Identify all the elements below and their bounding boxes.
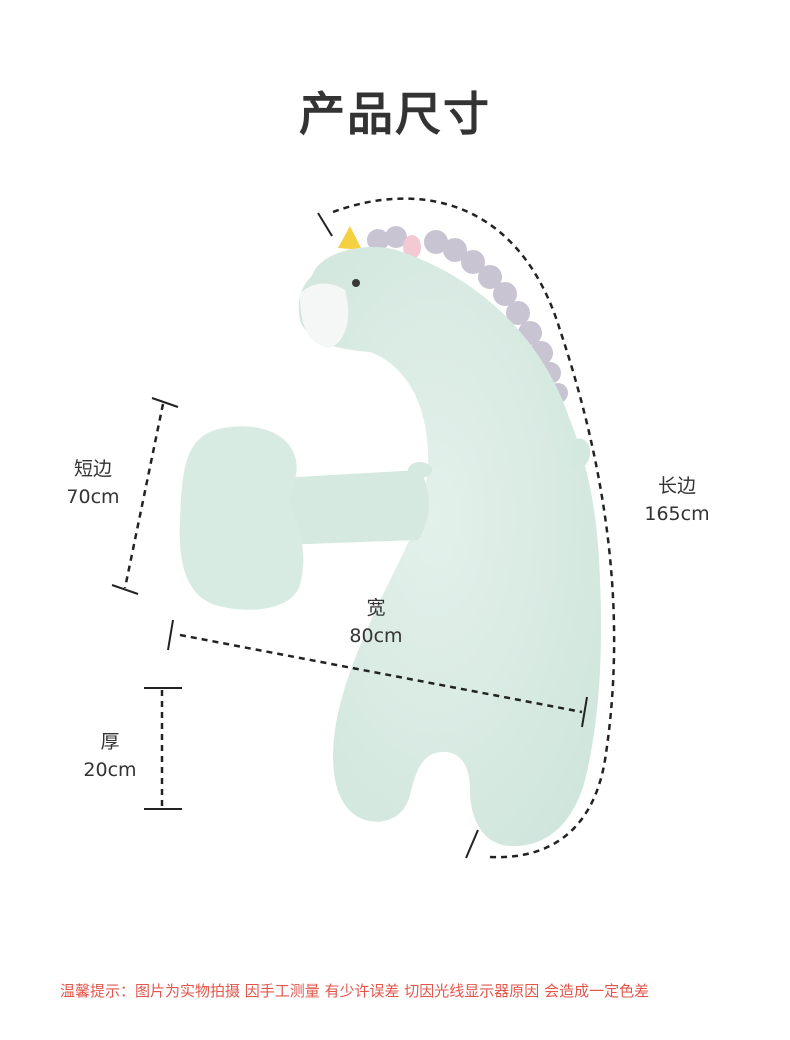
thickness-dimension: 厚 20cm — [75, 728, 145, 784]
long-side-value: 165cm — [644, 503, 710, 525]
back-bump — [570, 438, 591, 469]
pillow-arm — [280, 470, 429, 545]
width-dimension: 宽 80cm — [340, 594, 412, 650]
warm-notice: 温馨提示：图片为实物拍摄 因手工测量 有少许误差 切因光线显示器原因 会造成一定… — [60, 982, 650, 1000]
muzzle-patch — [300, 283, 349, 348]
eye-dot — [352, 279, 360, 287]
long-side-dimension: 长边 165cm — [635, 472, 719, 528]
pillow-body — [298, 246, 602, 847]
ear-shape — [403, 235, 421, 259]
long-side-measure-line — [332, 197, 616, 859]
width-label: 宽 — [366, 597, 386, 619]
thickness-label: 厚 — [100, 731, 120, 753]
thickness-value: 20cm — [83, 759, 137, 781]
short-side-value: 70cm — [66, 486, 120, 508]
pillow-hand — [179, 426, 304, 610]
short-side-measure-line — [123, 403, 165, 589]
width-measure-line — [179, 633, 583, 714]
page-title: 产品尺寸 — [299, 87, 491, 141]
width-value: 80cm — [349, 625, 403, 647]
horn-shape — [338, 226, 362, 250]
long-side-label: 长边 — [657, 475, 696, 497]
short-side-label: 短边 — [73, 458, 112, 480]
short-side-dimension: 短边 70cm — [58, 455, 128, 511]
